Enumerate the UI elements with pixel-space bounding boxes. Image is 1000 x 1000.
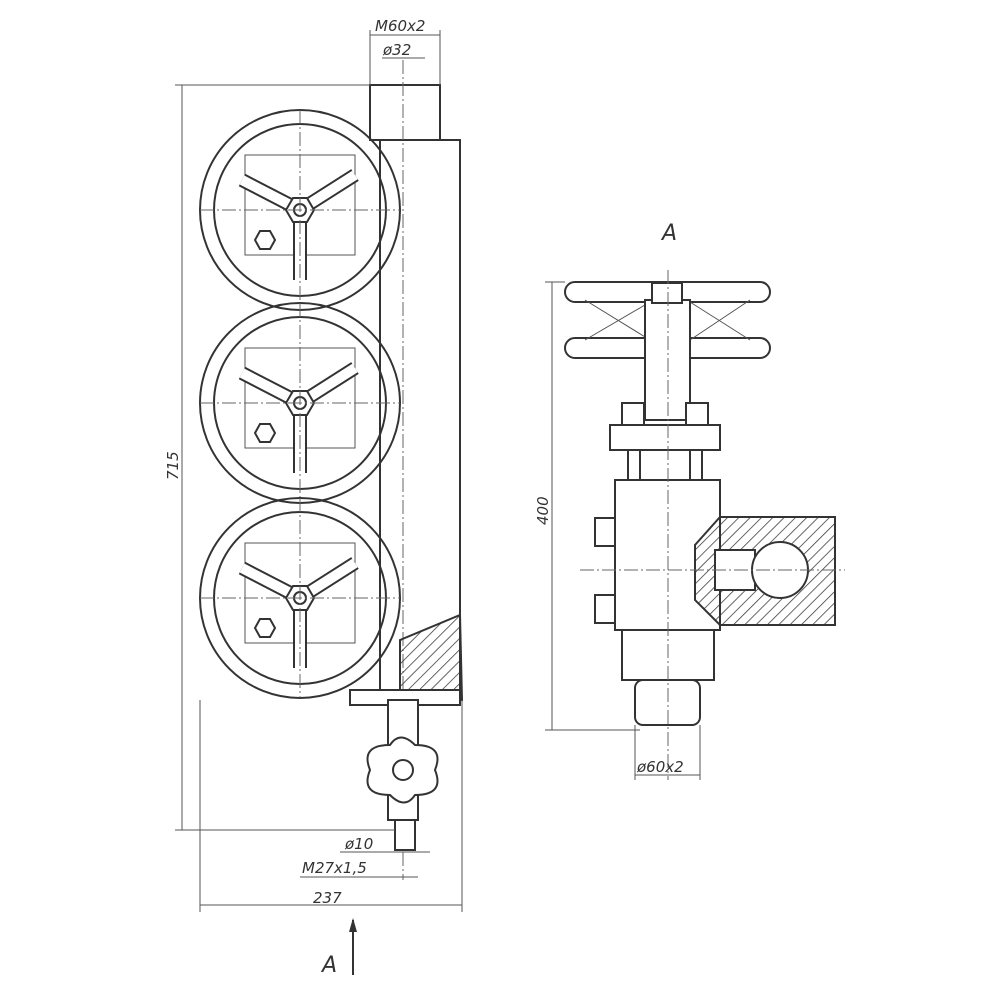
main-view xyxy=(175,30,464,975)
handwheel-3 xyxy=(200,498,400,698)
side-height-label: 400 xyxy=(534,496,552,525)
top-bore-label: ø32 xyxy=(382,41,411,59)
drain-bore-label: ø10 xyxy=(344,835,373,853)
drain-thread-label: M27x1,5 xyxy=(302,859,367,877)
drain-handwheel xyxy=(366,736,439,804)
height-label: 715 xyxy=(164,451,182,480)
handwheel-2 xyxy=(200,303,400,503)
width-label: 237 xyxy=(313,889,342,907)
top-fitting xyxy=(369,84,441,141)
side-view-title: A xyxy=(660,221,677,246)
side-view xyxy=(545,270,845,780)
bottom-thread-label: ø60x2 xyxy=(636,758,684,776)
top-thread-label: M60x2 xyxy=(375,17,425,35)
column-body xyxy=(379,139,461,691)
view-arrow-label: A xyxy=(320,953,337,978)
